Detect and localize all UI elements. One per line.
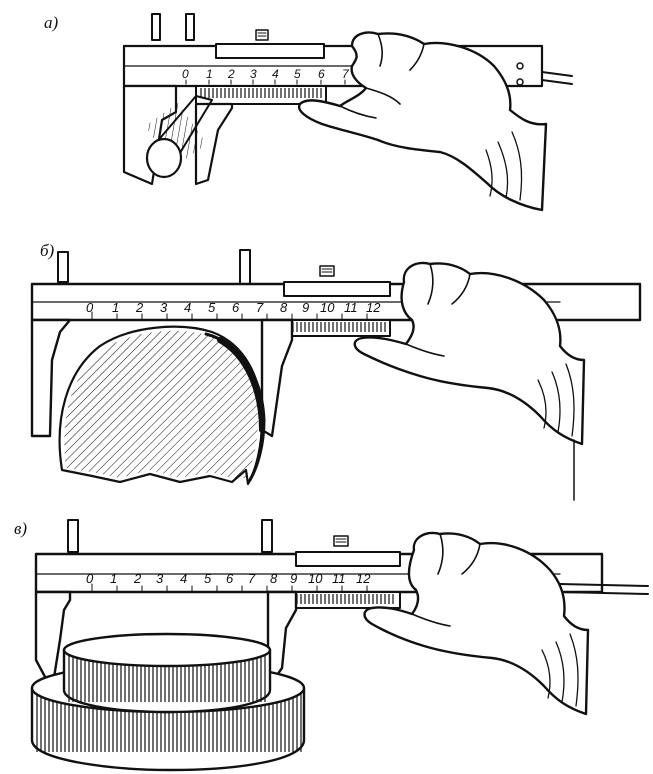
scale-v-4: 4 (180, 571, 187, 586)
scale-v-2: 2 (133, 571, 142, 586)
scale-v-7: 7 (248, 571, 256, 586)
scale-v-3: 3 (156, 571, 164, 586)
main-scale-b: 0 1 2 3 4 5 6 7 8 9 10 11 12 (86, 300, 381, 315)
panel-a: а) (44, 13, 573, 212)
scale-a-4: 4 (272, 67, 279, 81)
panel-v-label: в) (14, 519, 27, 538)
scale-v-9: 9 (290, 571, 297, 586)
scale-b-8: 8 (280, 300, 288, 315)
workpiece-a-rod (145, 95, 213, 179)
scale-a-0: 0 (182, 67, 189, 81)
hand-a (297, 31, 548, 212)
scale-b-0: 0 (86, 300, 94, 315)
panel-a-label: а) (44, 13, 59, 32)
scale-a-7: 7 (342, 67, 350, 81)
scale-b-9: 9 (302, 300, 309, 315)
scale-a-3: 3 (250, 67, 257, 81)
panel-b: б) (30, 241, 642, 501)
scale-b-6: 6 (232, 300, 240, 315)
scale-v-0: 0 (86, 571, 94, 586)
scale-b-4: 4 (184, 300, 191, 315)
scale-b-12: 12 (366, 300, 381, 315)
scale-b-1: 1 (112, 300, 119, 315)
scale-v-6: 6 (226, 571, 234, 586)
scale-a-1: 1 (206, 67, 213, 81)
scale-a-2: 2 (227, 67, 235, 81)
scale-v-5: 5 (204, 571, 212, 586)
scale-v-1: 1 (110, 571, 117, 586)
scale-a-5: 5 (294, 67, 301, 81)
scale-a-6: 6 (318, 67, 325, 81)
scale-b-5: 5 (208, 300, 216, 315)
scale-b-3: 3 (160, 300, 168, 315)
workpiece-b-cylinder (58, 325, 266, 486)
scale-b-11: 11 (344, 300, 358, 315)
hand-v (363, 531, 590, 716)
scale-v-11: 11 (332, 571, 346, 586)
scale-b-7: 7 (256, 300, 264, 315)
workpiece-v-disk (30, 632, 306, 772)
scale-v-8: 8 (270, 571, 278, 586)
panel-v: в) (14, 519, 649, 772)
panel-b-label: б) (40, 241, 55, 260)
scale-b-10: 10 (320, 300, 335, 315)
hand-b (353, 261, 586, 501)
scale-v-12: 12 (356, 571, 371, 586)
scale-v-10: 10 (308, 571, 323, 586)
main-scale-v: 0 1 2 3 4 5 6 7 8 9 10 11 12 (86, 571, 371, 586)
scale-b-2: 2 (135, 300, 144, 315)
main-scale-a: 0 1 2 3 4 5 6 7 8 (182, 67, 373, 85)
